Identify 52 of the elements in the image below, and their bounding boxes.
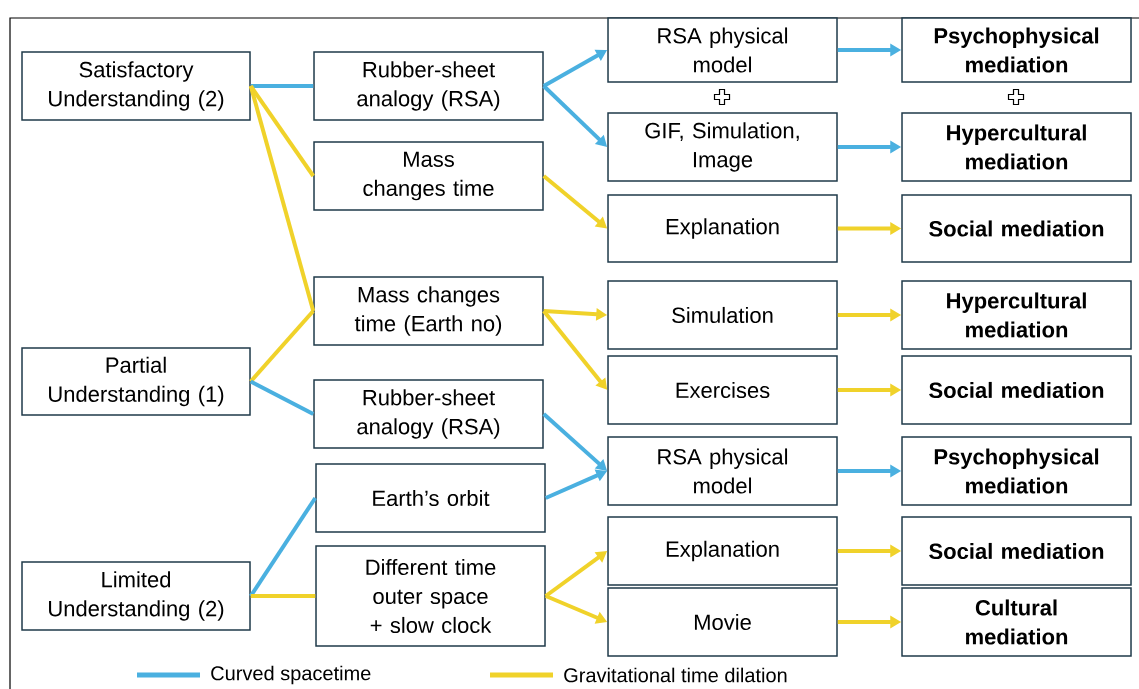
process-box [607,194,838,263]
node-label: Partial Understanding (1) [49,356,224,407]
mediation-box [901,516,1132,586]
process-box [607,587,838,657]
node-label: Earth’s orbit [373,489,490,507]
process-box [607,355,838,425]
mediation-box [901,280,1132,350]
mediation-box [901,194,1132,263]
node-label: RSA physical model [658,27,788,73]
node-label: Explanation [666,218,779,239]
legend-label: Curved spacetime [211,665,371,685]
node-label: Exercises [676,381,770,399]
node-label: GIF, Simulation, Image [645,122,799,172]
node-label: Mass changes time (Earth no) [354,286,502,336]
process-box [313,51,544,121]
process-box [607,280,838,350]
node-label: Limited Understanding (2) [49,571,224,621]
legend-label: Gravitational time dilation [564,667,787,683]
mediation-box [901,17,1132,83]
process-box [313,141,544,211]
process-box [21,51,251,121]
node-label: Satisfactory Understanding (2) [49,61,224,111]
mediation-box [901,587,1132,657]
process-box [313,276,544,346]
node-label: Psychophysical mediation [934,448,1099,494]
process-box [21,561,251,631]
process-box [313,379,544,449]
node-label: Rubber-sheet analogy (RSA) [357,61,500,111]
node-label: Psychophysical mediation [934,27,1099,73]
node-label: Mass changes time [363,151,494,201]
process-box [315,545,546,647]
node-label: Cultural mediation [966,599,1068,645]
process-box [607,516,838,586]
node-label: Different time outer space + slow clock [366,558,496,634]
node-label: Social mediation [929,220,1104,237]
process-box [21,347,251,416]
process-box [607,17,838,83]
mediation-box [901,112,1132,182]
node-label: Rubber-sheet analogy (RSA) [357,389,500,439]
node-label: Social mediation [929,542,1104,560]
node-label: Hypercultural mediation [947,292,1086,338]
process-box [315,463,546,533]
mediation-box [901,355,1132,425]
node-label: RSA physical model [658,448,788,494]
mediation-box [901,436,1132,506]
node-label: Social mediation [929,381,1104,399]
node-label: Simulation [672,306,773,324]
node-label: Movie [694,613,751,631]
process-box [607,112,838,182]
node-label: Hypercultural mediation [947,124,1086,170]
process-box [607,436,838,506]
node-label: Explanation [666,540,779,562]
